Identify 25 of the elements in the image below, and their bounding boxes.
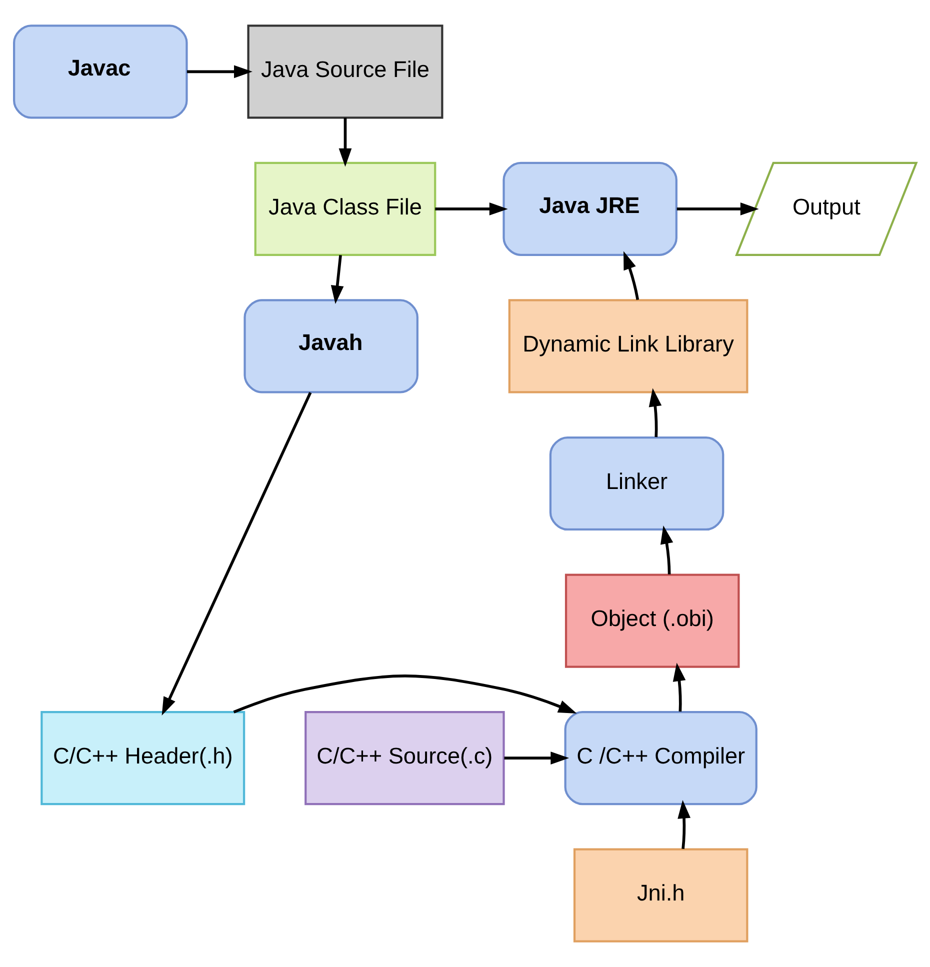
node-box: Linker [549, 436, 724, 531]
arrow [648, 388, 662, 438]
arrow [330, 254, 344, 304]
node-box: C /C++ Compiler [564, 711, 758, 806]
arrow [624, 251, 640, 300]
arrow [186, 65, 252, 78]
arrow [660, 525, 674, 574]
node-box: Javac [13, 24, 188, 119]
node-box: C/C++ Header(.h) [40, 711, 246, 806]
arrow [678, 800, 691, 850]
node-box: Java Source File [247, 24, 444, 119]
node-box: Javah [244, 299, 418, 394]
node-box: Dynamic Link Library [508, 299, 748, 394]
node-box: Jni.h [573, 848, 748, 942]
arrow [233, 674, 577, 714]
arrow [162, 392, 312, 716]
arrow [435, 202, 508, 216]
arrow [338, 118, 352, 167]
arrow [676, 202, 759, 216]
arrow [504, 752, 570, 765]
node-box: Object (.obi) [564, 574, 740, 668]
arrow [672, 662, 686, 712]
node-box: Java JRE [502, 162, 678, 256]
node-box: C/C++ Source(.c) [304, 711, 505, 806]
node-box: Java Class File [254, 162, 436, 256]
